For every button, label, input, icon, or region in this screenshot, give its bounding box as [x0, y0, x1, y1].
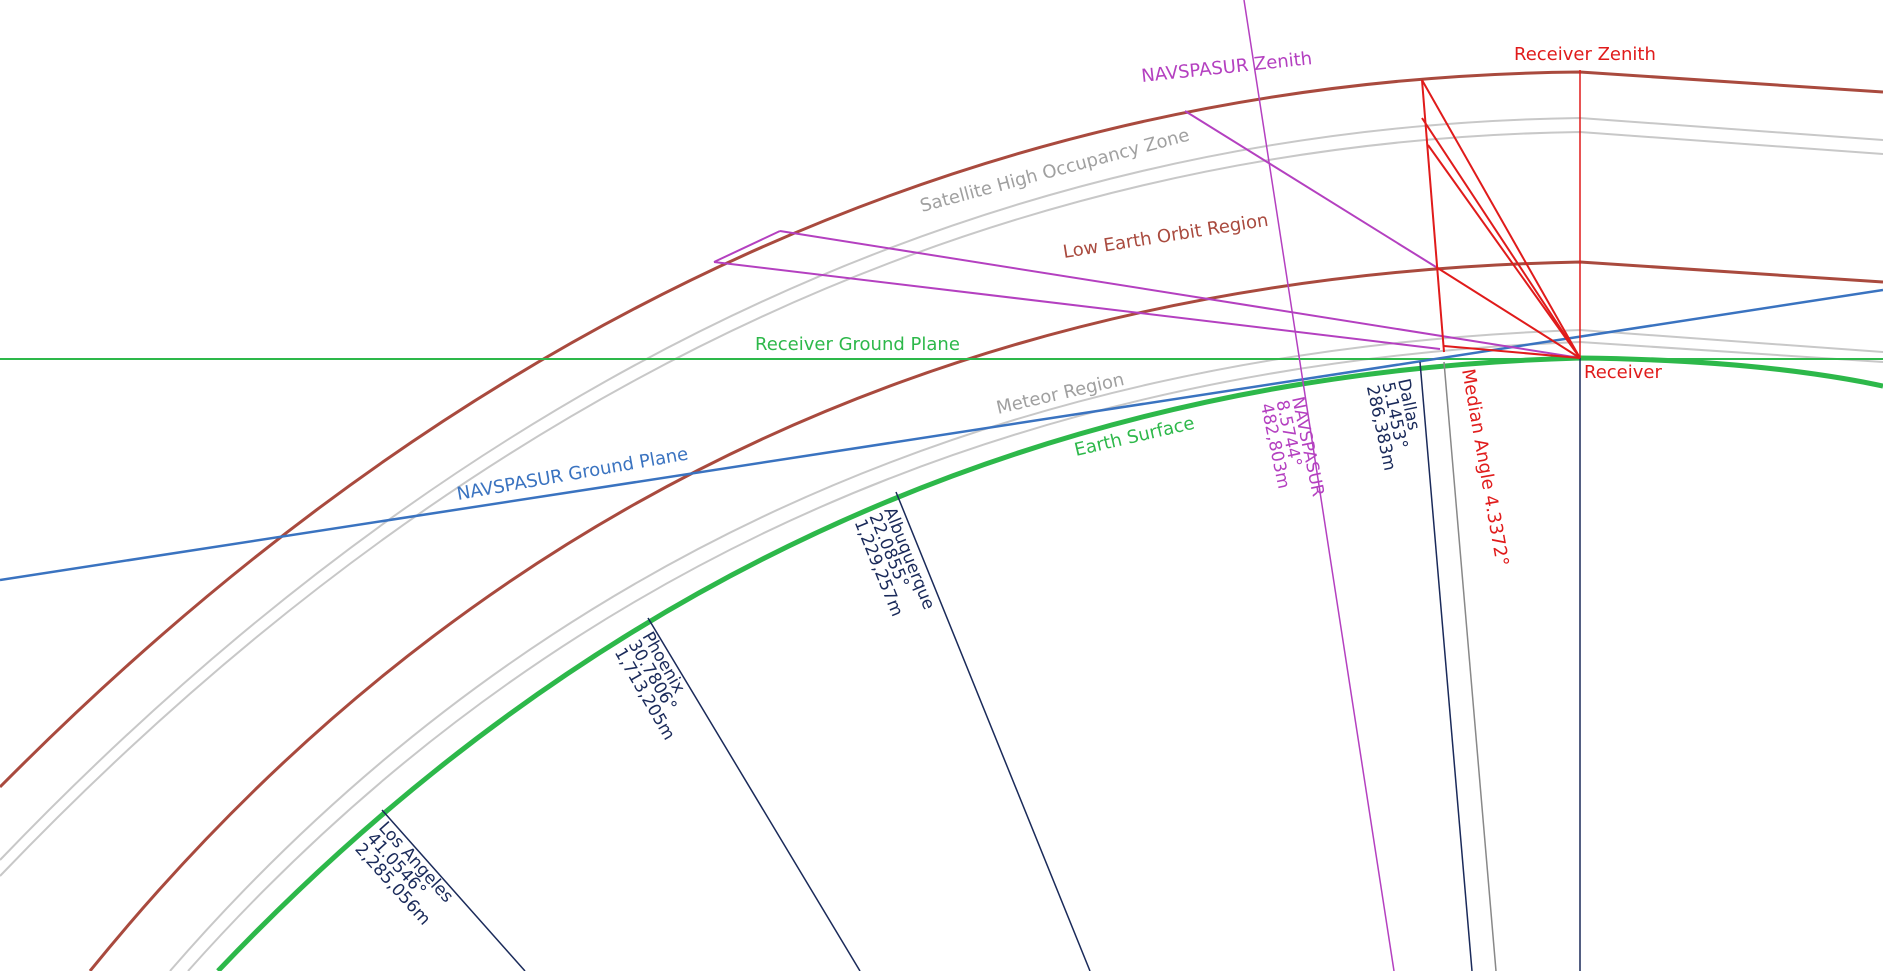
phoenix-line: [647, 617, 861, 971]
leo-inner-arc: [88, 260, 1883, 971]
navspasur-ray-4: [1184, 110, 1437, 268]
albuquerque-line: [895, 491, 1091, 971]
dallas-line-2: [1443, 361, 1497, 971]
meteor-region-arc-outer: [169, 328, 1883, 971]
meteor-region-label: Meteor Region: [994, 369, 1126, 419]
leo-region-label: Low Earth Orbit Region: [1061, 210, 1269, 263]
earth-surface-arc: [216, 355, 1883, 971]
satellite-zone-arc-outer: [0, 116, 1883, 861]
phoenix-site-label: Phoenix 30.7806° 1,713,205m: [610, 629, 689, 744]
receiver-label: Receiver: [1584, 362, 1662, 383]
receiver-ray-5: [1443, 345, 1581, 359]
los-angeles-line: [381, 809, 526, 971]
receiver-ray-3: [1427, 144, 1581, 359]
navspasur-ray-3: [713, 261, 1441, 350]
dallas-line: [1419, 361, 1473, 971]
receiver-zenith-label: Receiver Zenith: [1514, 44, 1656, 65]
navspasur-ray-2: [713, 230, 781, 263]
navspasur-site-label: NAVSPASUR 8.5744° 482,803m: [1256, 395, 1328, 499]
navspasur-ray-1: [779, 230, 1581, 359]
receiver-ground-plane-label: Receiver Ground Plane: [755, 334, 960, 355]
navspasur-ground-plane-label: NAVSPASUR Ground Plane: [455, 444, 690, 505]
dallas-site-label: Dallas 5.1453° 286,383m: [1362, 377, 1424, 473]
satellite-zone-arc-inner: [0, 130, 1883, 877]
median-angle-label: Median Angle 4.3372°: [1457, 367, 1512, 568]
receiver-ray-2: [1421, 117, 1581, 359]
leo-outer-arc: [0, 70, 1883, 789]
median-angle-line: [1421, 79, 1445, 353]
navspasur-zenith-line: [1243, 0, 1395, 971]
navspasur-zenith-label: NAVSPASUR Zenith: [1140, 48, 1313, 87]
receiver-ray-4: [1435, 266, 1581, 359]
receiver-ray-1: [1421, 79, 1581, 359]
los-angeles-site-label: Los Angeles 41.0546° 2,285,056m: [351, 818, 458, 929]
